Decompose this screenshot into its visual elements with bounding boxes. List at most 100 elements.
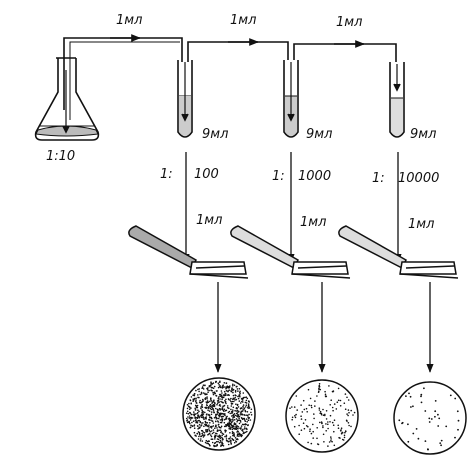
colony-dot [210,400,213,402]
colony-dot [206,430,209,433]
colony-dot [241,410,244,412]
colony-dot [207,407,210,410]
colony-dot [214,402,216,405]
colony-dot [237,415,239,418]
colony-dot [329,414,332,417]
pipette-transfer-arrows [182,152,402,263]
colony-dot [220,425,223,428]
colony-dot [230,402,233,405]
colony-dot [210,397,212,399]
colony-dot [247,405,250,408]
colony-dot [205,414,208,416]
colony-dot [320,421,323,423]
colony-dot [207,409,209,412]
colony-dot [325,410,328,412]
colony-dot [322,426,324,429]
colony-dot [440,439,443,442]
colony-dot [235,394,237,397]
colony-dot [231,428,234,431]
colony-dot [208,410,211,412]
colony-dot [235,403,237,406]
colony-dot [199,393,201,396]
colony-dot [332,424,335,427]
colony-dot [219,395,221,398]
colony-dot [244,406,247,408]
colony-dot [214,416,217,418]
colony-dot [223,382,226,384]
colony-dot [324,413,326,416]
colony-dot [228,437,231,440]
colony-dot [208,414,211,417]
colony-dot [220,426,222,429]
colony-dot [232,398,234,401]
colony-dot [212,393,215,396]
colony-dot [189,417,191,419]
colony-dot [229,428,232,430]
colony-dot [245,427,248,430]
colony-dot [234,437,237,439]
colony-dot [200,406,202,408]
colony-dot [249,419,252,421]
colony-dot [221,408,223,411]
colony-dot [230,441,232,443]
colony-dot [237,411,239,414]
colony-dot [198,431,201,434]
colony-dot [241,434,243,437]
colony-dot [242,405,244,408]
colony-dot [221,434,223,437]
colony-dot [307,441,309,444]
colony-dot [218,413,221,415]
colony-dot [189,399,192,401]
colony-dot [243,414,246,416]
colony-dot [337,399,340,402]
colony-dot [233,441,236,444]
colony-dot [319,412,322,415]
colony-dot [226,394,229,396]
pipette-icon [338,225,459,279]
colony-dot [237,397,240,400]
colony-dot [212,387,215,390]
colony-dot [207,401,210,404]
colony-dot [319,410,322,413]
colony-dot [213,431,215,434]
colony-dot [228,417,230,420]
colony-dot [219,429,222,432]
colony-dot [210,399,212,401]
colony-dot [186,407,189,410]
colony-dot [223,394,226,396]
colony-dot [307,388,310,391]
colony-dot [224,399,226,402]
colony-dot [189,422,191,425]
colony-dot [229,399,231,401]
colony-dot [214,436,216,439]
colony-dot [318,385,321,388]
colony-dot [230,424,233,427]
colony-dot [195,389,197,392]
colony-dot [193,413,195,415]
colony-dot [248,413,250,416]
colony-dot [198,416,201,419]
colony-dot [192,394,194,397]
colony-dot [204,441,207,444]
colony-dot [192,400,194,402]
colony-dot [233,384,236,387]
colony-dot [204,421,207,424]
colony-dot [305,407,308,410]
colony-dot [225,382,228,384]
colony-dot [295,413,297,416]
colony-dot [244,396,246,399]
colony-dot [245,414,247,417]
colony-dot [298,433,301,436]
colony-dot [307,425,309,428]
colony-dot [440,444,442,447]
colony-dot [327,423,329,426]
colony-dot [187,416,189,418]
colony-dot [202,398,204,401]
colony-dot [191,417,194,419]
colony-dot [201,440,204,442]
colony-dot [232,432,235,434]
transfer-tubing [63,37,397,120]
colony-dot [219,405,222,407]
colony-dot [223,421,226,424]
